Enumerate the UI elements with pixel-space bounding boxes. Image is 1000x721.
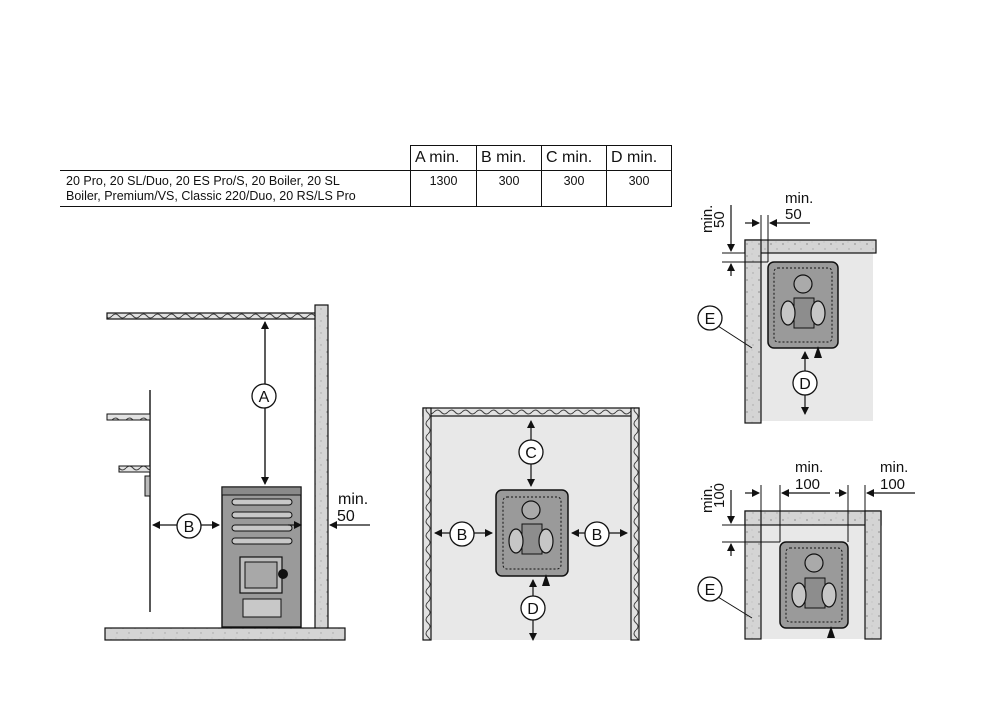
value-b: 300 — [476, 170, 542, 207]
corner-view-1: min. 50 min. 50 E D — [697, 190, 877, 424]
label-b-circle — [176, 513, 202, 539]
bench-upper — [106, 413, 151, 421]
side-view: A B min. 50 — [104, 304, 370, 641]
left-wall — [422, 407, 432, 641]
heater-side-view — [221, 486, 302, 628]
corner2-lmin-value: 100 — [795, 476, 820, 493]
label-b: B — [184, 519, 195, 536]
label-d: D — [527, 601, 539, 618]
label-c: C — [525, 445, 537, 462]
corner1-label-d: D — [799, 376, 811, 393]
corner2-rmin-label: min. — [880, 459, 908, 476]
value-c: 300 — [541, 170, 607, 207]
heater-corner-2 — [779, 541, 849, 638]
side-min-label: min. — [338, 491, 368, 508]
corner1-top-wall — [744, 239, 877, 254]
bench-step — [144, 475, 151, 497]
label-a-circle — [251, 383, 277, 409]
header-d-min: D min. — [606, 145, 672, 171]
top-view: C B B D — [422, 407, 640, 641]
ceiling — [106, 312, 318, 320]
side-min-value: 50 — [337, 508, 355, 525]
corner2-lmin-label: min. — [795, 459, 823, 476]
clearance-table: A min. B min. C min. D min. 20 Pro, 20 S… — [60, 145, 672, 207]
corner1-vmin-value: 50 — [711, 211, 728, 228]
models-line-2: Boiler, Premium/VS, Classic 220/Duo, 20 … — [66, 189, 356, 203]
corner2-vmin-value: 100 — [711, 483, 728, 508]
corner1-left-wall — [744, 239, 762, 424]
corner1-hmin-value: 50 — [785, 206, 802, 223]
header-a-min: A min. — [410, 145, 477, 171]
models-cell: 20 Pro, 20 SL/Duo, 20 ES Pro/S, 20 Boile… — [60, 170, 411, 207]
header-c-min: C min. — [541, 145, 607, 171]
header-b-min: B min. — [476, 145, 542, 171]
value-a: 1300 — [410, 170, 477, 207]
corner2-vmin-label: min. — [699, 485, 716, 513]
label-b-left: B — [457, 527, 468, 544]
knob-icon — [278, 569, 288, 579]
corner2-label-e: E — [705, 582, 716, 599]
corner2-top-wall — [744, 510, 882, 526]
label-a: A — [259, 389, 270, 406]
right-wall-top — [630, 407, 640, 641]
corner2-right-wall — [864, 510, 882, 640]
right-wall — [314, 304, 329, 631]
floor — [104, 627, 346, 641]
corner1-hmin-label: min. — [785, 190, 813, 207]
heater-top-view — [495, 489, 569, 586]
corner2-left-wall — [744, 510, 762, 640]
heater-corner-1 — [767, 261, 839, 358]
corner-view-2: min. 100 min. 100 min. 100 E — [697, 459, 915, 640]
corner1-vmin-label: min. — [699, 205, 716, 233]
models-line-1: 20 Pro, 20 SL/Duo, 20 ES Pro/S, 20 Boile… — [66, 174, 340, 188]
bench-lower — [118, 465, 151, 473]
corner1-label-e: E — [705, 311, 716, 328]
label-b-right: B — [592, 527, 603, 544]
top-wall — [422, 407, 640, 417]
corner2-rmin-value: 100 — [880, 476, 905, 493]
value-d: 300 — [606, 170, 672, 207]
